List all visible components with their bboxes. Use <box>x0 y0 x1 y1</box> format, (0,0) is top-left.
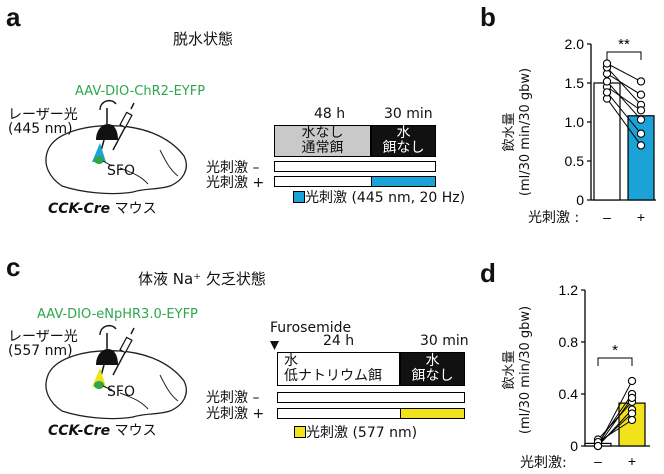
panel-a-seg1-time: 48 h <box>314 106 346 122</box>
panel-c-seg1-line2: 低ナトリウム餌 <box>284 368 382 384</box>
panel-d-xlabel: 光刺激: <box>520 455 567 471</box>
panel-a-seg2-line1: 水 <box>396 125 411 141</box>
panel-c-mouse: CCK-Cre マウス <box>48 420 157 440</box>
panel-a-seg2-line2: 餌なし <box>382 140 425 156</box>
panel-a-region: SFO <box>107 163 135 179</box>
panel-a-seg2-box: 水 餌なし <box>371 125 436 157</box>
panel-c-seg1-line1: 水 <box>284 353 298 369</box>
data-point <box>627 376 637 386</box>
data-point <box>636 90 646 99</box>
panel-a-stim-off: 光刺激 – <box>206 160 260 176</box>
x-tick-label: – <box>594 453 602 469</box>
y-tick-label: 2.0 <box>565 36 585 52</box>
paired-line <box>597 413 633 446</box>
significance-bracket <box>606 51 642 60</box>
paired-line <box>597 401 633 440</box>
panel-a-legend-swatch <box>293 191 305 203</box>
panel-a-stim-on-fill <box>371 176 436 187</box>
panel-c-stim-off: 光刺激 – <box>206 390 260 406</box>
y-tick-label: 0.8 <box>559 334 579 350</box>
x-tick-label: + <box>628 453 636 469</box>
panel-a-laser-nm: (445 nm) <box>8 121 73 137</box>
paired-line <box>606 92 642 135</box>
x-tick-label: – <box>603 209 611 225</box>
panel-c-stim-off-bar <box>277 392 465 403</box>
paired-line <box>606 98 642 146</box>
panel-a-mouse-strain: CCK-Cre <box>48 201 111 217</box>
data-point <box>627 415 637 425</box>
data-point <box>636 115 646 124</box>
panel-a-seg1-line2: 通常餌 <box>301 140 344 156</box>
panel-b-label: b <box>480 2 496 32</box>
paired-line <box>606 86 642 111</box>
data-point <box>602 88 612 97</box>
y-tick-label: 1.2 <box>559 282 579 298</box>
panel-c-title: 体液 Na⁺ 欠乏状態 <box>138 270 266 288</box>
panel-a-mouse-word: マウス <box>110 201 157 217</box>
panel-c-mouse-word: マウス <box>110 423 157 439</box>
panel-c-laser-label: レーザー光 <box>8 329 78 345</box>
x-tick-label: + <box>637 209 645 225</box>
panel-c-laser-nm: (557 nm) <box>8 343 73 359</box>
paired-line <box>597 397 633 447</box>
y-tick-label: 0.5 <box>565 153 585 169</box>
panel-a-seg1-line1: 水なし <box>301 125 344 141</box>
panel-c-drug: Furosemide <box>270 320 352 336</box>
y-tick-label: 1.0 <box>565 114 585 130</box>
paired-line <box>597 393 633 444</box>
panel-c-stim-on-fill <box>400 408 465 419</box>
panel-c-seg2-box: 水 餌なし <box>400 352 465 386</box>
data-point <box>602 77 612 86</box>
data-point <box>636 77 646 86</box>
panel-c-region: SFO <box>107 384 135 400</box>
paired-line <box>606 73 642 96</box>
panel-c-seg1-box: 水 低ナトリウム餌 <box>277 352 400 386</box>
data-point <box>636 106 646 115</box>
data-point <box>636 129 646 138</box>
panel-a-seg2-time: 30 min <box>384 106 433 122</box>
panel-c-legend: 光刺激 (577 nm) <box>306 425 418 441</box>
panel-a-laser-label: レーザー光 <box>8 107 78 123</box>
panel-c-seg2-time: 30 min <box>420 333 469 349</box>
panel-a-virus: AAV-DIO-ChR2-EYFP <box>75 84 206 99</box>
panel-a-label: a <box>6 2 21 32</box>
significance-label: ** <box>618 36 630 53</box>
significance-label: * <box>612 342 618 359</box>
panel-d-label: d <box>480 258 496 288</box>
panel-c-mouse-strain: CCK-Cre <box>48 423 111 439</box>
panel-a-stim-on: 光刺激 + <box>206 175 265 191</box>
panel-c-stim-on: 光刺激 + <box>206 406 265 422</box>
panel-a-title: 脱水状態 <box>173 30 234 48</box>
panel-a-seg1-box: 水なし 通常餌 <box>274 125 371 157</box>
panel-c-seg2-line1: 水 <box>425 353 440 369</box>
paired-line <box>606 81 642 120</box>
panel-a-legend: 光刺激 (445 nm, 20 Hz) <box>305 190 466 206</box>
panel-c-legend-swatch <box>294 426 306 438</box>
panel-b-xlabel: 光刺激 : <box>528 210 580 226</box>
panel-c-virus: AAV-DIO-eNpHR3.0-EYFP <box>37 307 198 322</box>
y-tick-label: 0 <box>576 192 584 208</box>
data-point <box>636 141 646 150</box>
panel-a-stim-off-bar <box>274 161 436 172</box>
data-point <box>627 393 637 403</box>
y-tick-label: 0.4 <box>559 386 579 402</box>
panel-c-label: c <box>6 252 21 282</box>
y-tick-label: 0 <box>570 438 578 454</box>
paired-line <box>606 63 642 82</box>
panel-c-seg2-line2: 餌なし <box>411 368 454 384</box>
data-point <box>593 441 603 451</box>
y-tick-label: 1.5 <box>565 75 585 91</box>
panel-a-mouse: CCK-Cre マウス <box>48 198 157 218</box>
paired-line <box>606 67 642 106</box>
panel-c-seg1-time: 24 h <box>323 333 355 349</box>
significance-bracket <box>597 357 633 366</box>
